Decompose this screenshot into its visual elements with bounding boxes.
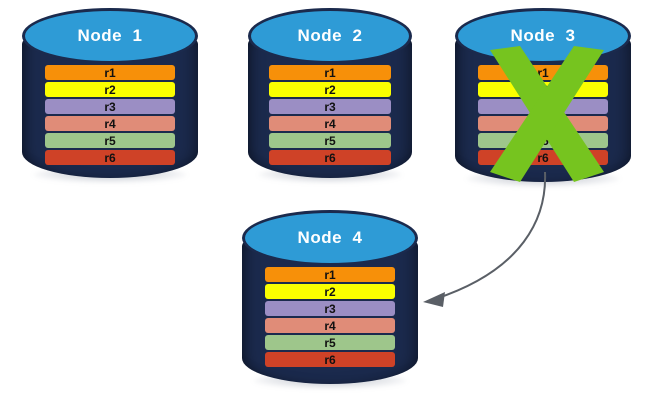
row-r1: r1 [264,267,396,282]
row-r4: r4 [477,116,609,131]
row-r3: r3 [264,301,396,316]
row-r6: r6 [477,150,609,165]
node-4[interactable]: Node 4 r1 r2 r3 r4 r5 r6 [242,210,418,389]
row-r4: r4 [269,116,391,131]
node-3[interactable]: Node 3 r1 r2 r3 r4 r5 r6 [455,8,631,187]
node-1[interactable]: Node 1 r1 r2 r3 r4 r5 r6 [22,8,198,183]
node-2-rows: r1 r2 r3 r4 r5 r6 [269,65,391,165]
row-r5: r5 [477,133,609,148]
node-1-rows: r1 r2 r3 r4 r5 r6 [44,65,176,165]
row-r6: r6 [44,150,176,165]
node-4-label: Node 4 [297,228,363,247]
row-r2: r2 [269,82,391,97]
node-2[interactable]: Node 2 r1 r2 r3 r4 r5 r6 [248,8,412,183]
node-2-top-disc [248,8,412,64]
node-4-top-disc [242,210,418,266]
row-r4: r4 [44,116,176,131]
row-r3: r3 [269,99,391,114]
row-r5: r5 [269,133,391,148]
row-r4: r4 [264,318,396,333]
row-r2: r2 [477,82,609,97]
row-r5: r5 [264,335,396,350]
row-r6: r6 [264,352,396,367]
row-r5: r5 [44,133,176,148]
node-4-rows: r1 r2 r3 r4 r5 r6 [264,267,396,367]
node-1-label: Node 1 [77,26,143,45]
replication-arrow [423,171,547,307]
row-r1: r1 [44,65,176,80]
row-r2: r2 [264,284,396,299]
row-r3: r3 [44,99,176,114]
row-r1: r1 [477,65,609,80]
node-3-label: Node 3 [510,26,576,45]
node-2-label: Node 2 [297,26,363,45]
row-r6: r6 [269,150,391,165]
node-3-rows: r1 r2 r3 r4 r5 r6 [477,65,609,165]
node-1-top-disc [22,8,198,64]
row-r1: r1 [269,65,391,80]
row-r2: r2 [44,82,176,97]
row-r3: r3 [477,99,609,114]
